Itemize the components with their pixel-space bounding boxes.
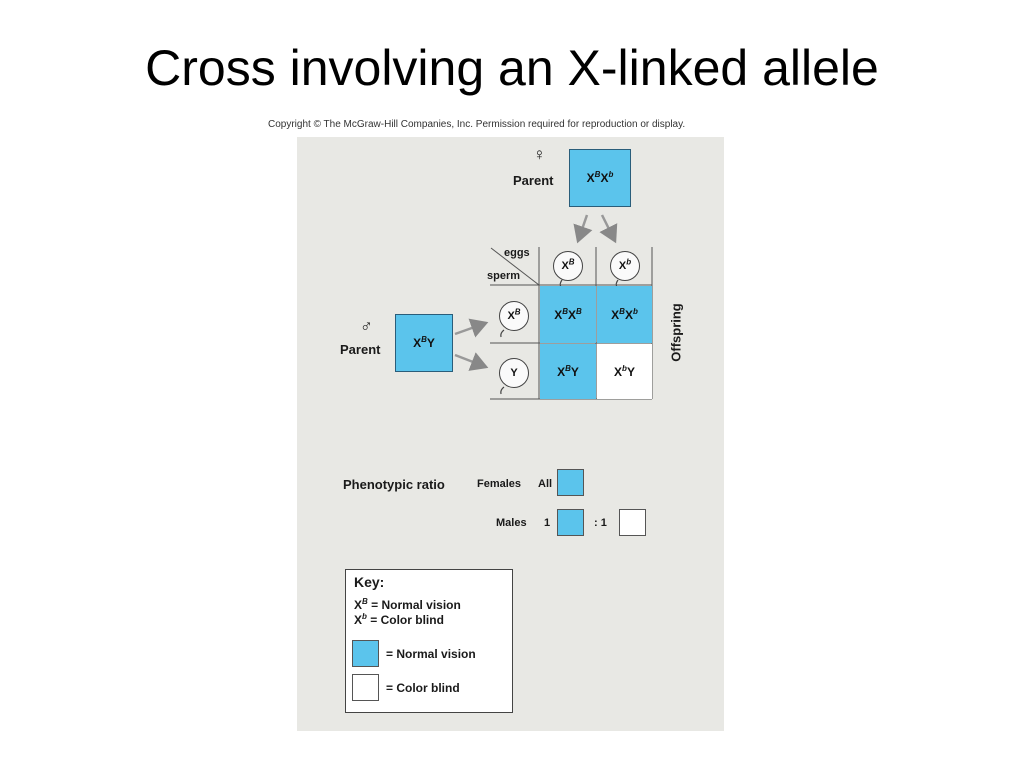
- males-normal-swatch: [557, 509, 584, 536]
- males-label: Males: [496, 517, 527, 529]
- key-normal-swatch: [352, 640, 379, 667]
- offspring-cell-XBXB: XBXB: [540, 286, 596, 343]
- male-parent-box: XBY: [395, 314, 453, 372]
- female-symbol: ♀: [533, 145, 546, 164]
- key-line-colorblind: Xb = Color blind: [354, 612, 444, 628]
- female-genotype: XBXb: [586, 170, 614, 186]
- phenotypic-ratio-heading: Phenotypic ratio: [343, 477, 445, 492]
- offspring-cell-XbY: XbY: [597, 344, 652, 399]
- key-title: Key:: [354, 574, 385, 590]
- key-line-normal: XB = Normal vision: [354, 597, 461, 613]
- female-parent-box: XBXb: [569, 149, 631, 207]
- males-colorblind-swatch: [619, 509, 646, 536]
- egg-gamete-Xb: Xb: [610, 251, 640, 281]
- egg-gamete-XB: XB: [553, 251, 583, 281]
- females-normal-swatch: [557, 469, 584, 496]
- key-normal-label: = Normal vision: [386, 647, 476, 661]
- females-label: Females: [477, 478, 522, 490]
- sperm-label: sperm: [487, 270, 521, 282]
- offspring-cell-XBXb: XBXb: [597, 286, 652, 343]
- arrow-female-to-egg-1: [573, 214, 593, 244]
- male-genotype: XBY: [413, 335, 435, 351]
- punnett-figure: ♀ Parent XBXb eggs sperm XB Xb XB Y XBXB…: [297, 137, 724, 731]
- key-colorblind-swatch: [352, 674, 379, 701]
- males-right-count: : 1: [594, 517, 607, 529]
- eggs-label: eggs: [504, 247, 530, 259]
- male-parent-label: Parent: [340, 342, 381, 357]
- arrow-male-to-sperm-2: [454, 352, 489, 371]
- female-parent-label: Parent: [513, 173, 554, 188]
- key-box: Key: XB = Normal vision Xb = Color blind…: [345, 569, 513, 713]
- key-colorblind-label: = Color blind: [386, 681, 460, 695]
- male-symbol: ♂: [360, 317, 373, 336]
- sperm-gamete-XB: XB: [499, 301, 529, 331]
- connector-lines: [454, 214, 653, 400]
- arrow-female-to-egg-2: [599, 214, 618, 244]
- sperm-gamete-Y: Y: [499, 358, 529, 388]
- females-value: All: [538, 478, 553, 490]
- copyright-notice: Copyright © The McGraw-Hill Companies, I…: [268, 119, 686, 130]
- offspring-label: Offspring: [668, 303, 684, 362]
- slide-title: Cross involving an X-linked allele: [145, 40, 879, 96]
- males-left-count: 1: [544, 517, 551, 529]
- arrow-male-to-sperm-1: [454, 318, 489, 338]
- offspring-cell-XBY: XBY: [540, 344, 596, 399]
